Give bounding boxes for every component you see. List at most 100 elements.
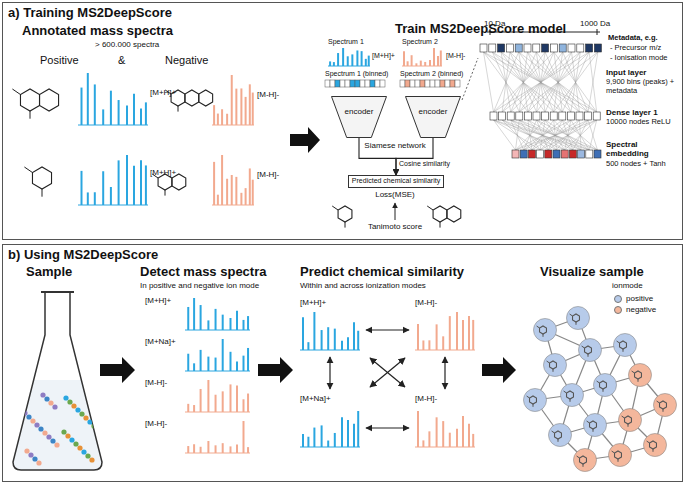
spectrum-peak — [357, 331, 359, 350]
spectrum-peak — [313, 312, 315, 350]
spectrum-label: Spectrum 2 — [402, 38, 438, 46]
similarity-arrow — [366, 427, 409, 428]
spectrum-peak — [235, 89, 237, 125]
spectrum-peak — [337, 53, 339, 66]
bin-cell — [335, 80, 340, 87]
ring — [555, 431, 562, 439]
spectrum-peak — [140, 109, 142, 125]
bond — [612, 451, 615, 453]
spectrum-peak — [449, 316, 451, 350]
weight-line — [588, 52, 598, 112]
weight-line — [537, 120, 598, 150]
embedding-node — [569, 150, 576, 158]
spectrum-peak — [207, 357, 209, 371]
molecule-dot — [46, 434, 51, 439]
layer-label: 10000 nodes ReLU — [606, 118, 671, 127]
big-arrows — [100, 127, 516, 383]
embedding-node — [561, 150, 568, 158]
spectrum-peak — [213, 162, 215, 205]
weight-line — [545, 120, 589, 150]
bin-cell — [425, 80, 430, 87]
spectrum-peak — [442, 421, 444, 447]
similarity-box: Predicted chemical similarity — [348, 175, 444, 188]
molecule-dot — [79, 411, 84, 416]
metadata-label: Metadata, e.g. — [608, 34, 658, 43]
bond — [558, 439, 559, 442]
molecule-dot — [42, 430, 47, 435]
spectrum — [415, 411, 475, 447]
spectrum-peak — [207, 320, 209, 330]
dense-node — [559, 112, 566, 120]
spectrum-peak — [81, 171, 83, 205]
ring — [32, 167, 51, 189]
legend-swatch — [614, 306, 622, 314]
network-node — [574, 449, 597, 472]
bond — [30, 111, 31, 119]
weight-line — [516, 120, 571, 150]
weight-line — [494, 52, 554, 112]
weight-line — [571, 120, 589, 150]
molecule-dot — [87, 419, 92, 424]
spectrum-peak — [193, 405, 195, 412]
molecule-dot — [91, 423, 96, 428]
bond — [553, 369, 554, 372]
spectrum — [402, 48, 442, 66]
spectrum-peak — [327, 327, 329, 350]
molecule-dot — [65, 433, 70, 438]
panel-title: b) Using MS2DeepScore — [8, 248, 158, 263]
adduct-label: [M-H]- — [257, 90, 279, 99]
ring — [40, 89, 59, 111]
weight-line — [545, 120, 565, 150]
weight-line — [536, 52, 579, 112]
score-label: Tanimoto score — [368, 222, 422, 231]
legend-text: positive — [626, 294, 653, 303]
dense-node — [542, 112, 549, 120]
spectrum-peak — [110, 187, 112, 205]
spectrum-peak — [472, 320, 474, 350]
bond — [537, 326, 540, 328]
bin-cell — [430, 80, 435, 87]
bond — [653, 449, 654, 452]
weight-line — [554, 52, 598, 112]
network-label: Siamese network — [364, 141, 425, 150]
bond — [622, 416, 625, 418]
spectrum-peak — [222, 391, 224, 412]
molecule — [622, 416, 632, 427]
panel: b) Using MS2DeepScore — [2, 244, 683, 482]
weight-line — [516, 120, 546, 150]
spectrum-peak — [442, 336, 444, 350]
spectrum-peak — [118, 100, 120, 125]
molecule — [647, 441, 657, 452]
spectrum-peak — [94, 192, 96, 205]
input-node — [480, 44, 487, 52]
molecule-dot — [32, 456, 37, 461]
mode-label: Positive — [40, 54, 79, 67]
spectrum-peak — [342, 48, 344, 66]
spectrum-peak — [207, 380, 209, 412]
weight-line — [563, 52, 588, 112]
spectrum-peak — [249, 168, 251, 205]
dense-node — [593, 112, 600, 120]
bond — [440, 222, 441, 228]
spectrum-peak — [221, 109, 223, 125]
molecule-dot — [17, 389, 22, 394]
bond — [638, 379, 639, 382]
spectrum-peak — [356, 50, 358, 66]
spectrum-peak — [102, 109, 104, 125]
input-node — [506, 44, 513, 52]
network-node — [644, 434, 667, 457]
network-node — [619, 409, 642, 432]
bin-cell — [405, 80, 410, 87]
molecule — [537, 326, 547, 337]
spectrum-peak — [422, 340, 424, 350]
ring — [620, 341, 627, 349]
ring — [625, 416, 632, 424]
spectrum-peak — [313, 428, 315, 447]
spectrum-peak — [133, 166, 135, 205]
weight-line — [510, 52, 571, 112]
spectrum-peak — [236, 386, 238, 412]
adduct-label: [M+H]+ — [145, 296, 171, 305]
molecule-dot — [48, 400, 53, 405]
spectrum-peak — [193, 444, 195, 453]
bin-cell — [435, 80, 440, 87]
